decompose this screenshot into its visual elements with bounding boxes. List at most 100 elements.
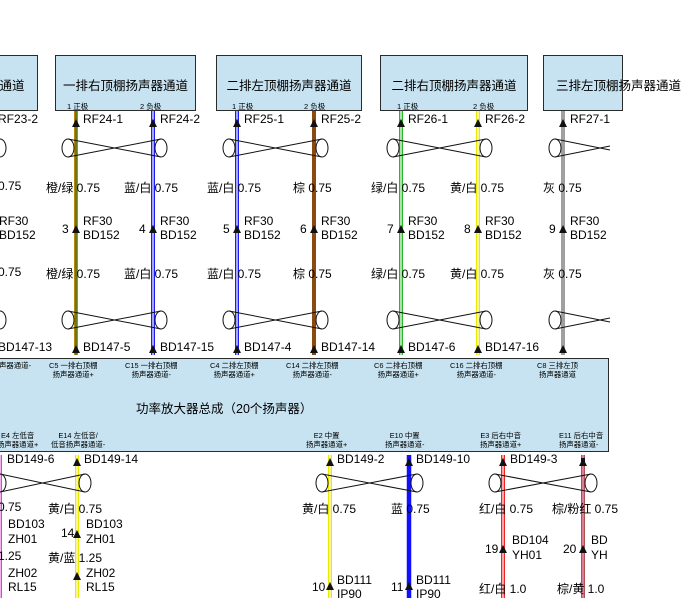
amp-pin-name: C8 三排左顶	[537, 361, 579, 370]
inline-connector: BD104 YH01	[512, 533, 549, 563]
connector-name: RF30	[485, 214, 515, 228]
amp-pin-label: C8 三排左顶 扬声器通道	[537, 361, 578, 379]
pin-label-negative: 2 负极	[140, 102, 162, 111]
amp-pin-name: C6 二排右顶棚	[374, 361, 423, 370]
inline-connector: BD103 ZH01	[86, 517, 123, 547]
connector-name: YH01	[512, 548, 543, 562]
amp-pin-label: E14 左低音/ 低音扬声器通道-	[51, 431, 105, 449]
wire-spec-label: 红/白 1.0	[479, 582, 527, 596]
amp-pin-label: E4 左低音 扬声器通道+	[0, 431, 38, 449]
amp-pin-name: E14 左低音/	[58, 431, 98, 440]
connector-code: ZH02	[86, 566, 116, 580]
box-title: 二排左顶棚扬声器通道	[226, 79, 352, 93]
pin-number: 6	[300, 222, 307, 236]
connector-name: IP90	[337, 587, 362, 601]
connector-name: ZH01	[86, 532, 116, 546]
wire-spec-label: 0.75	[0, 265, 22, 279]
connector-code: BD104	[512, 533, 549, 547]
amp-pin-name: E3 后右中音	[480, 431, 521, 440]
amp-pin-desc: 扬声器通道-	[559, 440, 599, 449]
inline-connector: RF30 BD152	[83, 214, 120, 242]
pin-number: 11	[391, 580, 404, 594]
wire-spec-label: 棕/粉红 0.75	[552, 502, 619, 516]
amp-pin-desc: 扬声器通道+	[52, 370, 94, 379]
amp-pin-desc: 扬声器通道+	[213, 370, 255, 379]
amp-pin-desc: 扬声器通道+	[0, 440, 39, 449]
amp-pin-name: C14 二排左顶棚	[286, 361, 339, 370]
connector-label: BD147-14	[321, 340, 376, 354]
amp-pin-desc: 扬声器通道+	[377, 370, 419, 379]
pin-number: 7	[387, 222, 394, 236]
connector-code: BD152	[408, 228, 445, 242]
amp-pin-label: C5 一排右顶棚 扬声器通道+	[49, 361, 97, 379]
inline-connector-partial: BD103 ZH01	[8, 517, 45, 547]
wire-spec-label: 黄/白 0.75	[48, 502, 103, 516]
box-row2-right-ceiling: 二排右顶棚扬声器通道 1 正极 2 负极	[380, 55, 528, 111]
box-partial-left: 器通道	[0, 55, 38, 111]
wire-spec-label: 蓝/白 0.75	[124, 267, 179, 281]
wire-spec-label: 棕 0.75	[293, 267, 332, 281]
amp-pin-name: C4 二排左顶棚	[210, 361, 259, 370]
connector-name: YH	[591, 548, 608, 562]
pin-label-positive: 1 正极	[67, 102, 89, 111]
wire-spec-label: 蓝/白 0.75	[207, 181, 262, 195]
wiring-diagram: 器通道 一排右顶棚扬声器通道 1 正极 2 负极 二排左顶棚扬声器通道 1 正极…	[0, 55, 681, 601]
connector-label: RF27-1	[570, 112, 611, 126]
amp-pin-desc: 扬声器通道+	[480, 440, 522, 449]
connector-name: RL15	[86, 580, 115, 594]
connector-name: ZH01	[8, 532, 38, 546]
box-row2-left-ceiling: 二排左顶棚扬声器通道 1 正极 2 负极	[216, 55, 362, 111]
inline-connector: RF30 BD152	[160, 214, 197, 242]
pin-number: 4	[139, 222, 146, 236]
connector-label: RF25-2	[321, 112, 362, 126]
inline-connector: RF30 BD152	[408, 214, 445, 242]
inline-connector: ZH02 RL15	[86, 566, 115, 594]
box-title: 一排右顶棚扬声器通道	[62, 79, 188, 93]
inline-connector: RF30 BD152	[321, 214, 358, 242]
twist-symbols-bottom	[0, 473, 598, 493]
connector-code: BD152	[321, 228, 358, 242]
twist-symbols-upper	[0, 138, 611, 158]
box-row3-left-ceiling: 三排左顶棚扬声器通道	[543, 55, 681, 111]
pin-label-negative: 2 负极	[473, 102, 495, 111]
amp-pin-name: 声器通道-	[0, 361, 32, 370]
inline-connector: RF30 BD152	[485, 214, 522, 242]
connector-code: BD152	[0, 228, 36, 242]
connector-code: BD111	[416, 573, 451, 587]
connector-code: BD152	[244, 228, 281, 242]
inline-connector-partial: RF30 BD152	[0, 214, 36, 242]
connector-arrows-amp	[72, 345, 567, 353]
connector-name: RF30	[83, 214, 113, 228]
pin-number: 8	[464, 222, 471, 236]
amp-pin-label: C14 二排左顶棚 扬声器通道-	[286, 361, 339, 379]
amp-pin-label: E11 后右中音 扬声器通道-	[559, 431, 603, 449]
inline-connector-partial: ZH02 RL15	[8, 566, 37, 594]
box-title: 三排左顶棚扬声器通道	[556, 79, 681, 93]
pin-number: 10	[312, 580, 326, 594]
amp-pin-desc: 扬声器通道-	[456, 370, 496, 379]
connector-code: ZH02	[8, 566, 38, 580]
amp-pin-label: E3 后右中音 扬声器通道+	[480, 431, 521, 449]
inline-connector: BD111 IP90	[416, 573, 451, 601]
amp-pin-desc: 低音扬声器通道-	[51, 440, 106, 449]
connector-label: RF24-1	[83, 112, 124, 126]
power-amplifier-assembly: 声器通道- C5 一排右顶棚 扬声器通道+ C15 一排右顶棚 扬声器通道- C…	[0, 358, 609, 452]
connector-name: RF30	[408, 214, 438, 228]
connector-label: BD147-15	[160, 340, 215, 354]
amp-pin-label: 声器通道-	[0, 361, 31, 370]
connector-label: BD147-16	[485, 340, 540, 354]
wire-spec-label: 绿/白 0.75	[371, 267, 426, 281]
amp-pin-name: C15 一排右顶棚	[125, 361, 178, 370]
wire-spec-label: 黄/白 0.75	[450, 267, 505, 281]
pin-label-negative: 2 负极	[304, 102, 326, 111]
amp-pin-desc: 扬声器通道-	[385, 440, 425, 449]
wire-spec-label: 红/白 0.75	[479, 502, 534, 516]
amp-pin-desc: 扬声器通道-	[131, 370, 171, 379]
amp-pin-label: C16 二排右顶棚 扬声器通道-	[450, 361, 503, 379]
connector-code: BD	[591, 533, 608, 547]
wire-spec-label: 蓝/白 0.75	[124, 181, 179, 195]
connector-arrows-bottom	[73, 458, 587, 590]
wire-spec-label: 黄/白 0.75	[302, 502, 357, 516]
pin-label-positive: 1 正极	[397, 102, 419, 111]
amp-pin-label: C15 一排右顶棚 扬声器通道-	[125, 361, 178, 379]
